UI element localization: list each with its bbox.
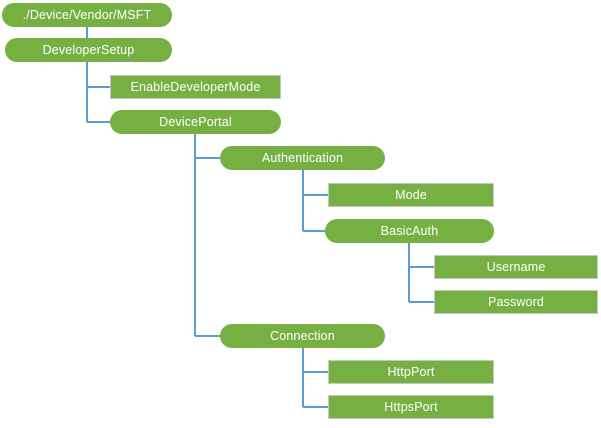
- node-mode-label: Mode: [395, 187, 427, 202]
- node-httpport-label: HttpPort: [387, 364, 435, 379]
- node-root-label: ./Device/Vendor/MSFT: [22, 7, 152, 22]
- node-connection-label: Connection: [270, 328, 335, 343]
- node-root[interactable]: ./Device/Vendor/MSFT: [2, 3, 172, 27]
- node-username[interactable]: Username: [434, 255, 598, 279]
- node-developersetup-label: DeveloperSetup: [42, 42, 135, 57]
- node-deviceportal[interactable]: DevicePortal: [110, 110, 281, 134]
- node-developersetup[interactable]: DeveloperSetup: [5, 38, 172, 62]
- node-basicauth[interactable]: BasicAuth: [325, 219, 494, 243]
- node-password-label: Password: [487, 294, 545, 309]
- node-httpsport[interactable]: HttpsPort: [328, 395, 494, 419]
- node-enabledevelopermode-label: EnableDeveloperMode: [130, 79, 261, 94]
- node-password[interactable]: Password: [434, 290, 598, 314]
- node-mode[interactable]: Mode: [328, 183, 494, 207]
- node-authentication-label: Authentication: [261, 150, 344, 165]
- node-authentication[interactable]: Authentication: [220, 146, 385, 170]
- node-enabledevelopermode[interactable]: EnableDeveloperMode: [110, 75, 281, 99]
- node-username-label: Username: [486, 259, 546, 274]
- node-connection[interactable]: Connection: [220, 324, 385, 348]
- node-httpport[interactable]: HttpPort: [328, 360, 494, 384]
- node-deviceportal-label: DevicePortal: [159, 114, 232, 129]
- node-basicauth-label: BasicAuth: [380, 223, 439, 238]
- node-httpsport-label: HttpsPort: [384, 399, 438, 414]
